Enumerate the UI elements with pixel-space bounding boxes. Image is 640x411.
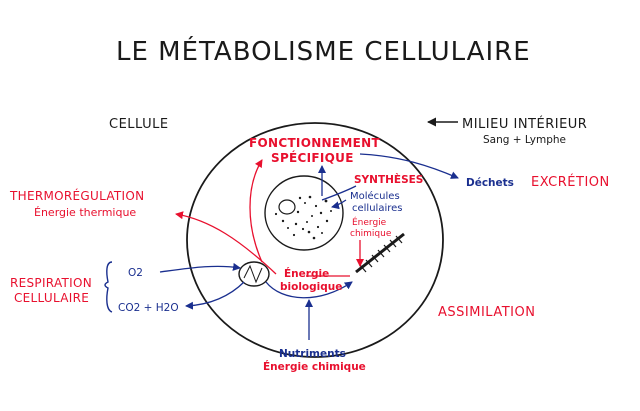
label-cellule: CELLULE: [109, 117, 169, 132]
fonctionnement-arrow: [249, 159, 263, 263]
label-energie-biologique-1: Énergie: [284, 267, 329, 280]
label-energie-chimique-inner-2: chimique: [350, 229, 392, 239]
label-energie-chimique-inner-1: Énergie: [352, 216, 387, 228]
cell-membrane: [186, 122, 444, 358]
o2-arrow: [159, 262, 241, 273]
label-energie-chimique-bottom: Énergie chimique: [263, 360, 366, 373]
label-o2: O2: [128, 267, 143, 279]
blue-arrows: [159, 153, 459, 340]
label-fonctionnement-2: SPÉCIFIQUE: [271, 150, 354, 165]
nutriments-to-ribosome-arrow: [265, 281, 353, 299]
label-nutriments: Nutriments: [279, 348, 346, 360]
respiration-bracket: [104, 261, 113, 313]
label-assimilation: ASSIMILATION: [438, 305, 535, 320]
ribosome-dots: [359, 235, 403, 273]
nucleus: [264, 175, 344, 251]
label-thermoregulation: THERMORÉGULATION: [9, 188, 144, 203]
label-syntheses: SYNTHÈSES: [354, 173, 423, 186]
nucleolus: [278, 199, 296, 215]
label-fonctionnement-1: FONCTIONNEMENT: [249, 136, 380, 150]
syntheses-link: [321, 185, 357, 201]
diagram-title: LE MÉTABOLISME CELLULAIRE: [116, 35, 531, 67]
dechets-arrow: [359, 153, 459, 179]
label-excretion: EXCRÉTION: [531, 174, 610, 190]
chromatin-dots: [274, 195, 332, 240]
label-milieu-interieur: MILIEU INTÉRIEUR: [462, 116, 587, 132]
red-arrows: [175, 159, 364, 277]
label-energie-biologique-2: biologique: [280, 281, 342, 293]
mitochondrion-cristae: [243, 264, 263, 284]
thermique-arrow: [175, 211, 277, 275]
label-molecules-2: cellulaires: [352, 203, 402, 214]
label-molecules-1: Molécules: [350, 190, 400, 202]
co2-arrow: [185, 281, 245, 310]
label-co2-h2o: CO2 + H2O: [118, 302, 179, 314]
label-respiration-2: CELLULAIRE: [14, 291, 89, 305]
label-respiration-1: RESPIRATION: [10, 276, 92, 290]
label-energie-thermique: Énergie thermique: [34, 206, 136, 219]
label-sang-lymphe: Sang + Lymphe: [483, 134, 566, 146]
label-dechets: Déchets: [466, 177, 514, 189]
molecules-nucleus-arrow: [331, 199, 347, 210]
mitochondrion: [238, 261, 270, 287]
